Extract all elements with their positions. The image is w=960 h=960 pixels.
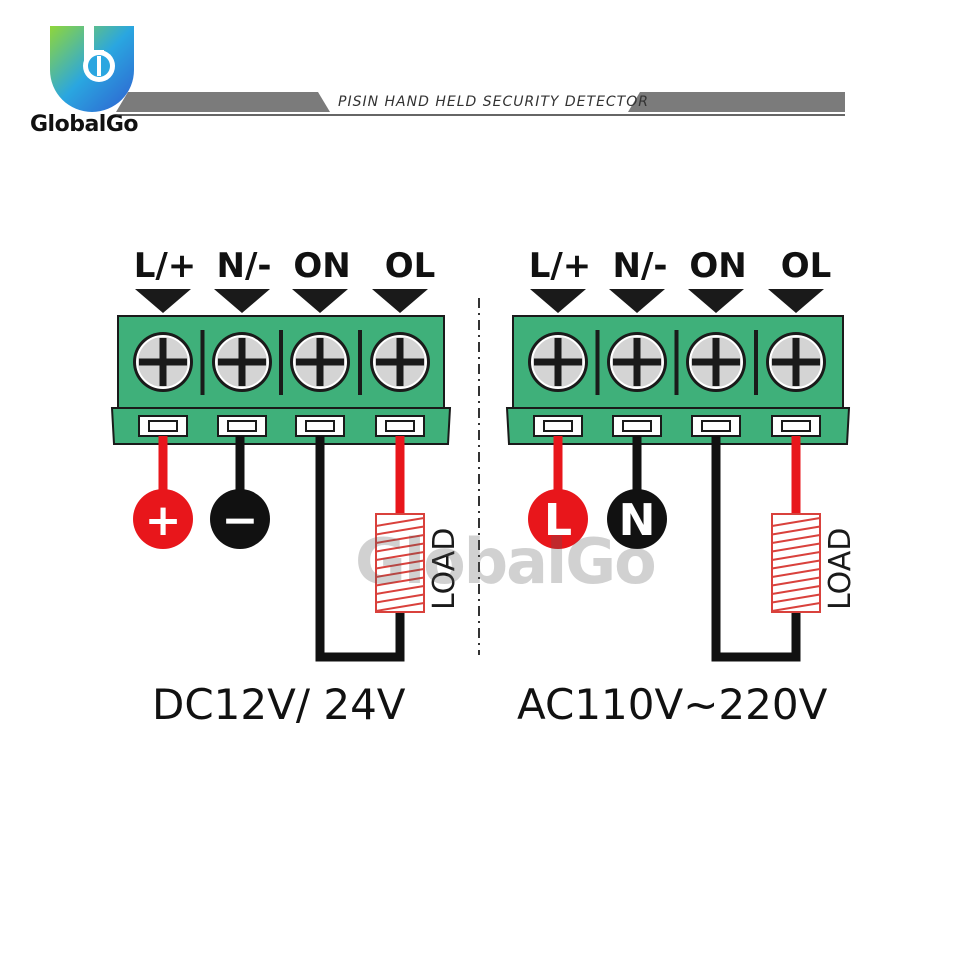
terminal-label-on: ON [293,246,351,286]
load-coil-stripe [771,576,821,587]
watermark-text: GlobalGo [355,525,657,598]
terminal-block-base [110,407,452,445]
wire-socket-inner [701,420,731,432]
terminal-arrow-icon [530,289,586,313]
load-coil-stripe [375,602,425,612]
wire-socket-inner [227,420,257,432]
screw-slot [613,358,661,366]
wire-socket-inner [385,420,415,432]
load-coil-stripe [375,559,425,570]
wire-socket-inner [622,420,652,432]
load-coil-stripe [375,576,425,587]
negative-terminal-icon [210,489,270,549]
load-coil-stripe [375,585,425,595]
load-coil-stripe [771,551,821,561]
screw-slot [692,358,740,366]
terminal-label-l: L/+ [528,246,592,286]
terminal-arrow-icon [768,289,824,313]
wire-socket [771,415,821,437]
terminal-label-n: N/- [612,246,668,286]
load-coil-stripe [771,542,821,553]
source-symbol: + [145,495,182,546]
wire-socket [533,415,583,437]
wire-socket [612,415,662,437]
screw-slot [534,358,582,366]
wire-socket [691,415,741,437]
negative-terminal-icon [607,489,667,549]
terminal-arrow-icon [135,289,191,313]
load-coil-stripe [375,593,425,604]
terminal-arrow-icon [688,289,744,313]
globalgo-logo-icon [50,26,134,112]
load-coil-stripe [771,517,821,527]
load-coil-stripe [375,534,425,544]
terminal-arrow-icon [609,289,665,313]
screw-slot [218,358,266,366]
wire-socket [138,415,188,437]
load-label: LOAD [823,528,858,610]
load-coil-stripe [375,542,425,553]
screw-slot [376,358,424,366]
dc-diagram: +− LOAD [110,289,462,662]
terminal-label-n: N/- [216,246,272,286]
wire-socket [295,415,345,437]
wire-socket-inner [148,420,178,432]
ac-diagram-title: AC110V~220V [517,680,828,729]
positive-terminal-icon [528,489,588,549]
terminal-label-ol: OL [780,246,832,286]
wire-socket [217,415,267,437]
terminal-arrow-icon [214,289,270,313]
header-title: PISIN HAND HELD SECURITY DETECTOR [338,94,649,110]
source-symbol: N [619,495,656,546]
load-coil-stripe [375,517,425,527]
wire-on-loop [711,436,801,662]
wire-socket-inner [305,420,335,432]
terminal-arrow-icon [372,289,428,313]
load-coil-stripe [375,551,425,561]
positive-terminal-icon [133,489,193,549]
load-coil-stripe [375,568,425,578]
load-coil-stripe [771,602,821,612]
screw-slot [772,358,820,366]
terminal-label-l: L/+ [133,246,197,286]
header-bar [116,92,845,116]
source-symbol: − [222,495,259,546]
brand-name: GlobalGo [30,112,139,137]
terminal-label-ol: OL [384,246,436,286]
wire-socket [375,415,425,437]
dc-diagram-title: DC12V/ 24V [152,680,406,729]
screw-slot [296,358,344,366]
load-label: LOAD [427,528,462,610]
terminal-label-on: ON [689,246,747,286]
source-symbol: L [544,495,572,546]
load-coil-stripe [771,559,821,570]
load-coil-stripe [771,568,821,578]
terminal-block-base [505,407,851,445]
screw-slot [139,358,187,366]
load-coil-stripe [771,525,821,536]
load-coil-stripe [771,585,821,595]
wire-on-loop [315,436,405,662]
load-coil-stripe [375,525,425,536]
terminal-arrow-icon [292,289,348,313]
load-coil-stripe [771,534,821,544]
wire-socket-inner [543,420,573,432]
wire-socket-inner [781,420,811,432]
load-coil-stripe [771,593,821,604]
